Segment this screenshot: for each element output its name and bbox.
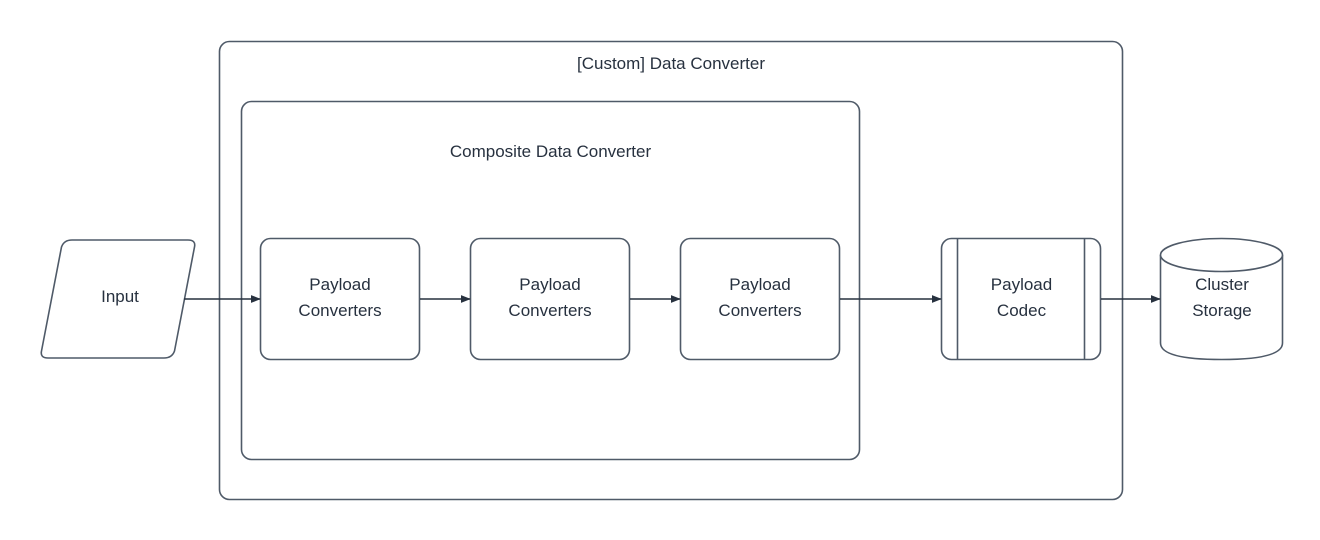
node-payload-converters-2-shape[interactable] xyxy=(469,237,631,361)
node-payload-converters-1-shape[interactable] xyxy=(259,237,421,361)
node-cluster-storage-shape[interactable] xyxy=(1159,237,1284,361)
node-payload-converters-3-shape[interactable] xyxy=(679,237,841,361)
node-payload-codec-shape[interactable] xyxy=(940,237,1102,361)
node-input-shape[interactable] xyxy=(40,239,196,359)
